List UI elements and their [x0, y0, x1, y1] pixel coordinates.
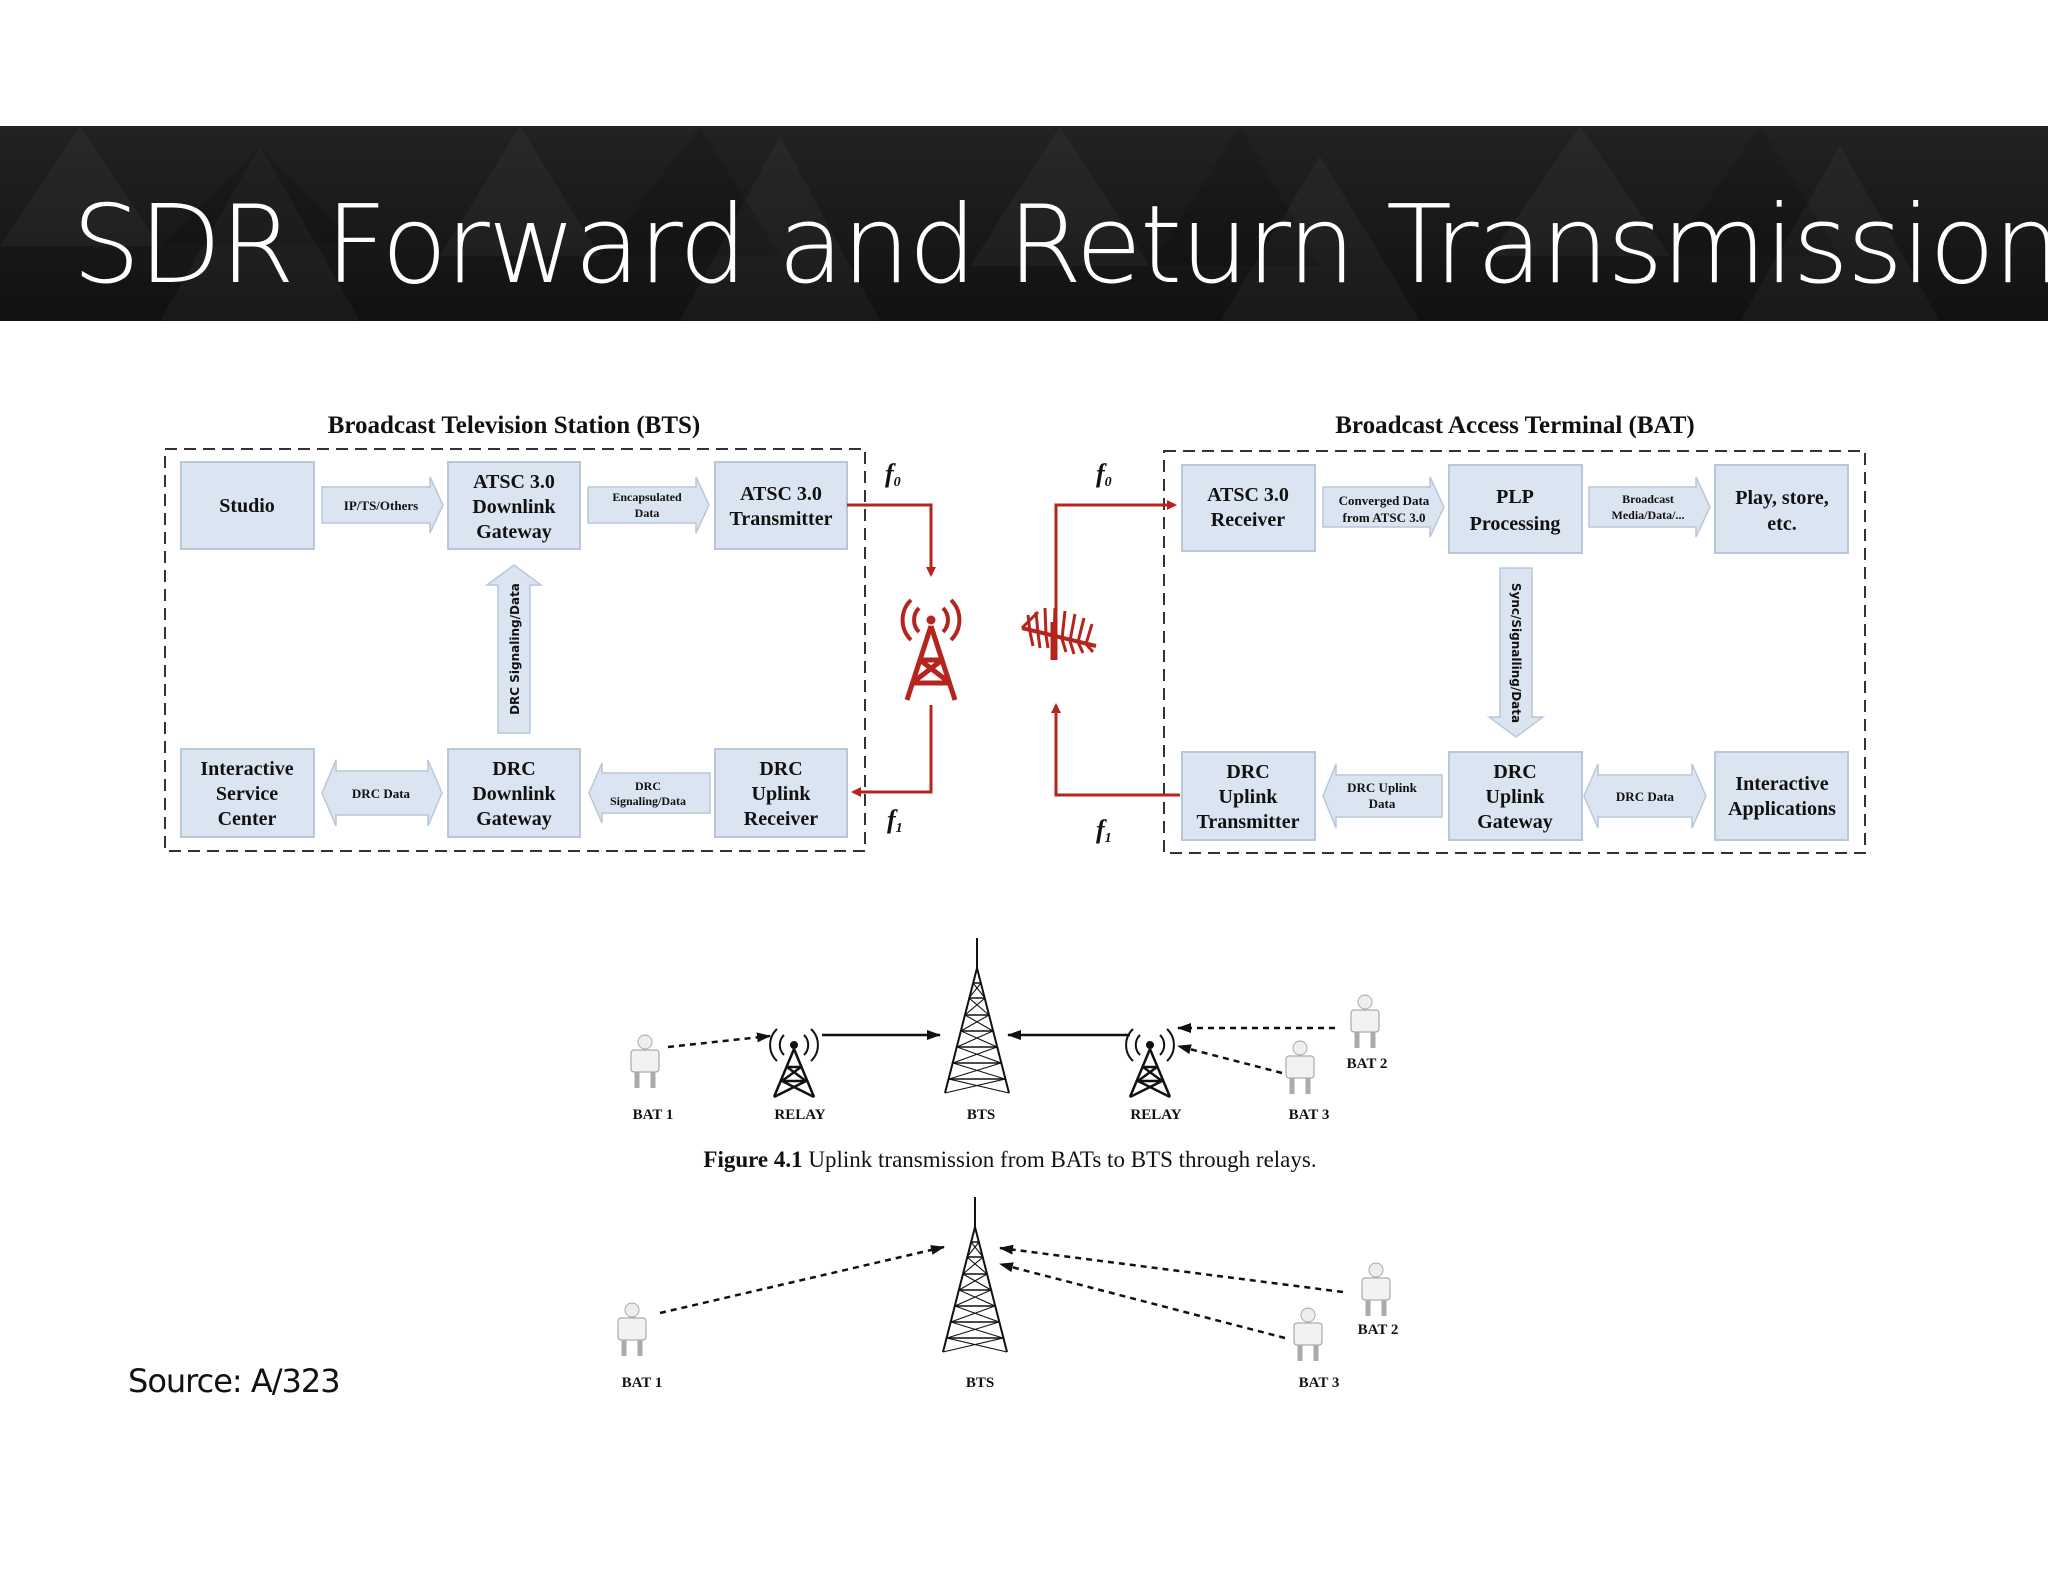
arrow-converged [1322, 476, 1445, 538]
relay-fig-relay-right-label: RELAY [1130, 1107, 1181, 1123]
drc-uplink-receiver-box [714, 748, 848, 838]
atsc-downlink-gateway-box [447, 461, 581, 550]
arrow-drc-signaling [484, 564, 544, 734]
arrow-ip-ts [321, 476, 444, 534]
link-bat1-relay [667, 1032, 771, 1049]
source-note: Source: A/323 [128, 1362, 341, 1400]
direct-figure: BAT 1 BTS BAT 3 BAT 2 [618, 1196, 1399, 1391]
direct-fig-bts-label: BTS [966, 1375, 994, 1391]
figure-caption: Figure 4.1 Uplink transmission from BATs… [703, 1147, 1316, 1172]
return-path-bts [851, 705, 933, 797]
direct-fig-bat2-label: BAT 2 [1358, 1322, 1399, 1338]
forward-path-bat [1054, 500, 1177, 660]
drc-uplink-gateway-box [1448, 751, 1583, 841]
freq-f0-bat: f0 [1096, 459, 1112, 490]
arrow-drc-signaling-data [588, 762, 711, 824]
yagi-antenna-icon [1020, 607, 1097, 660]
arrow-broadcast [1588, 476, 1711, 538]
bat2-direct-person-icon [1362, 1263, 1390, 1316]
label-sync-signalling: Sync/Signalling/Data [1509, 583, 1523, 723]
drc-downlink-gateway-box [447, 748, 581, 838]
bat3-direct-person-icon [1294, 1308, 1322, 1361]
interactive-service-center-box [180, 748, 315, 838]
direct-fig-bat3-label: BAT 3 [1299, 1375, 1340, 1391]
arrow-drc-data-bts [321, 759, 443, 827]
direct-link-bat2 [999, 1244, 1344, 1294]
relay-figure: BAT 1 RELAY BTS RELAY BAT 3 BAT 2 Figure… [631, 937, 1388, 1172]
relay-tower-left-icon [768, 1027, 820, 1099]
relay-fig-bat2-label: BAT 2 [1347, 1056, 1388, 1072]
bat-group [1163, 450, 1866, 854]
link-bat3-relay [1177, 1044, 1283, 1075]
freq-f1-bts: f1 [887, 805, 903, 836]
direct-fig-bat1-label: BAT 1 [622, 1375, 663, 1391]
atsc-transmitter-box [714, 461, 848, 550]
direct-link-bat1 [659, 1245, 945, 1315]
broadcast-tower-icon [900, 598, 962, 701]
atsc-receiver-box [1181, 464, 1316, 552]
relay-fig-bts-label: BTS [967, 1107, 995, 1123]
label-drc-data-bat: DRC Data [1616, 789, 1675, 804]
freq-f0-bts: f0 [885, 459, 901, 490]
bat1-person-icon [631, 1035, 659, 1088]
play-store-label: Play, store,etc. [1735, 487, 1829, 535]
bts-group [164, 448, 866, 852]
arrow-drc-uplink-data [1322, 763, 1443, 829]
slide-title: SDR Forward and Return Transmission [72, 183, 2048, 308]
direct-link-bat3 [999, 1262, 1286, 1340]
title-banner: SDR Forward and Return Transmission [0, 126, 2048, 321]
studio-label: Studio [219, 495, 275, 517]
drc-uplink-transmitter-box [1181, 751, 1316, 841]
bts-tower-direct-icon [942, 1196, 1008, 1353]
relay-fig-bat1-label: BAT 1 [633, 1107, 674, 1123]
banner-pattern [160, 126, 1840, 266]
bat1-direct-person-icon [618, 1303, 646, 1356]
label-drc-signaling: DRC Signaling/Data [508, 583, 522, 715]
arrow-sync-signalling [1486, 567, 1546, 738]
relay-fig-bat3-label: BAT 3 [1289, 1107, 1330, 1123]
label-drc-data-bts: DRC Data [352, 786, 411, 801]
bts-tower-icon [944, 937, 1010, 1094]
bat3-person-icon [1286, 1041, 1314, 1094]
freq-f1-bat: f1 [1096, 815, 1112, 846]
bts-title: Broadcast Television Station (BTS) [328, 412, 701, 439]
interactive-applications-box [1714, 751, 1849, 841]
forward-path-bts [847, 503, 936, 577]
arrow-drc-data-bat [1583, 763, 1707, 829]
return-path-bat [1051, 703, 1180, 797]
label-ip-ts: IP/TS/Others [344, 498, 418, 513]
play-store-box [1714, 464, 1849, 554]
arrow-encapsulated [587, 476, 710, 534]
studio-box [180, 461, 315, 550]
plp-processing-box [1448, 464, 1583, 554]
relay-tower-right-icon [1124, 1027, 1176, 1099]
bat-title: Broadcast Access Terminal (BAT) [1335, 412, 1695, 439]
relay-fig-relay-left-label: RELAY [774, 1107, 825, 1123]
bat2-person-icon [1351, 995, 1379, 1048]
